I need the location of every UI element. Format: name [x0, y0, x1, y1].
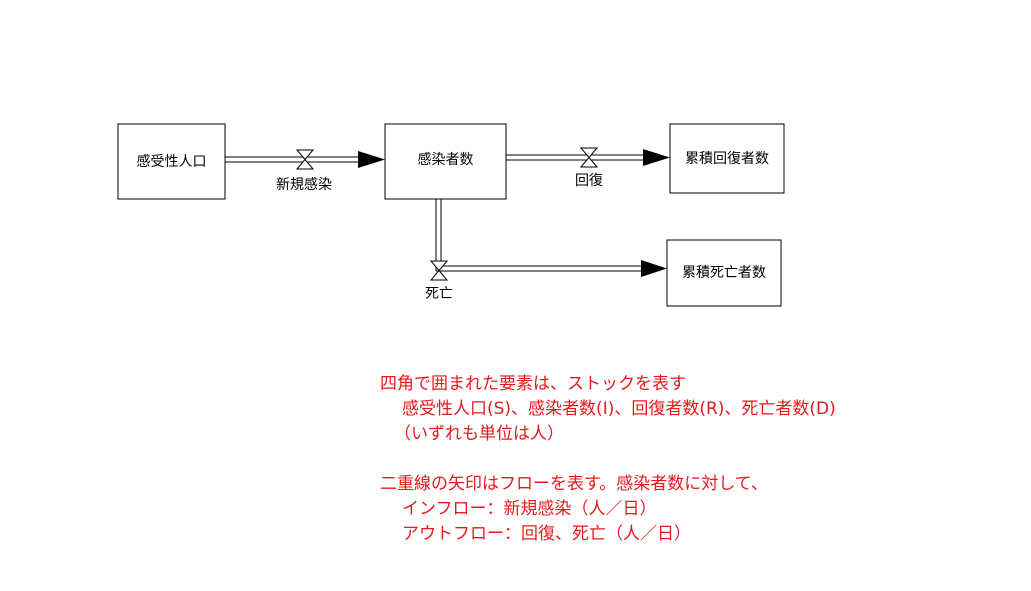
flow-recovery [506, 147, 670, 168]
stock-recovered-label: 累積回復者数 [685, 150, 769, 167]
note-line-5: インフロー：新規感染（人／日） [402, 499, 657, 519]
flow-new-infection-label: 新規感染 [276, 176, 332, 193]
flow-new-infection [225, 149, 385, 170]
stock-recovered: 累積回復者数 [669, 123, 785, 194]
flow-recovery-label: 回復 [575, 172, 603, 189]
note-line-3: （いずれも単位は人） [394, 424, 564, 444]
stock-dead: 累積死亡者数 [666, 239, 782, 307]
flow-death [429, 199, 667, 281]
note-line-1: 四角で囲まれた要素は、ストックを表す [380, 374, 686, 394]
valve-icon [295, 149, 315, 170]
arrowhead [643, 149, 670, 166]
flow-death-label: 死亡 [425, 286, 453, 302]
stock-dead-label: 累積死亡者数 [682, 265, 766, 281]
stock-infected-label: 感染者数 [418, 151, 474, 168]
note-line-2: 感受性人口(S)、感染者数(I)、回復者数(R)、死亡者数(D) [402, 399, 836, 419]
stock-susceptible: 感受性人口 [117, 123, 226, 200]
stock-susceptible-label: 感受性人口 [137, 153, 207, 170]
arrowhead [358, 151, 385, 168]
valve-icon [579, 147, 599, 168]
spacer [380, 447, 836, 472]
note-line-6: アウトフロー：回復、死亡（人／日） [402, 524, 691, 544]
valve-icon [429, 260, 449, 281]
explanation-notes: 四角で囲まれた要素は、ストックを表す 感受性人口(S)、感染者数(I)、回復者数… [380, 372, 836, 547]
arrowhead [641, 260, 667, 277]
stock-infected: 感染者数 [384, 123, 507, 200]
note-line-4: 二重線の矢印はフローを表す。感染者数に対して、 [380, 474, 768, 494]
